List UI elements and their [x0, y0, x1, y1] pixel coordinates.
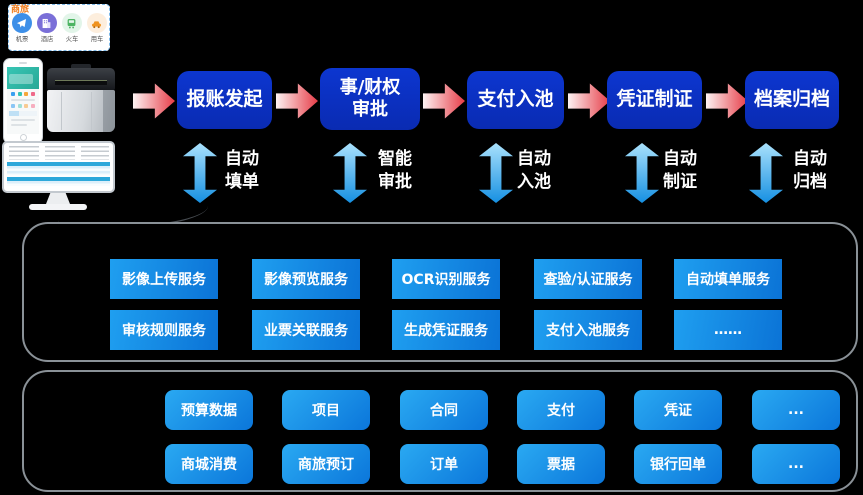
mobile-app-mockup: [3, 58, 43, 144]
auto-feature-label: 自动填单: [225, 149, 259, 192]
data-source-button: 商旅预订: [282, 444, 370, 484]
data-source-button: 项目: [282, 390, 370, 430]
auto-feature-label: 自动制证: [663, 149, 697, 192]
auto-feature-label: 自动归档: [793, 149, 827, 192]
monitor-table-header: [7, 177, 110, 181]
data-source-button: 预算数据: [165, 390, 253, 430]
travel-item-hotel: 酒店: [35, 13, 59, 44]
phone-app-shortcuts: [7, 101, 39, 108]
train-icon: [61, 13, 82, 33]
data-source-button: 银行回单: [634, 444, 722, 484]
service-button: OCR识别服务: [392, 259, 500, 299]
services-panel: 影像上传服务 影像预览服务 OCR识别服务 查验/认证服务 自动填单服务 审核规…: [22, 222, 858, 362]
plane-icon: [11, 13, 32, 33]
data-source-button: 订单: [400, 444, 488, 484]
data-sources-panel: 预算数据 项目 合同 支付 凭证 ... 商城消费 商旅预订 订单 票据 银行回…: [22, 370, 858, 492]
flow-step-archive: 档案归档: [745, 71, 839, 129]
travel-item-flight: 机票: [10, 13, 34, 44]
double-arrow-icon: [183, 143, 217, 203]
service-button: 审核规则服务: [110, 310, 218, 350]
service-button: 查验/认证服务: [534, 259, 642, 299]
business-travel-card: 商旅 机票 酒店 火车 用车: [8, 4, 110, 51]
phone-home-button: [20, 134, 27, 141]
service-button: ……: [674, 310, 782, 350]
flow-step-initiate: 报账发起: [177, 71, 272, 129]
monitor-table-header: [7, 162, 110, 166]
double-arrow-icon: [749, 143, 783, 203]
scanner-device: [47, 64, 115, 134]
monitor-table-rows: [7, 181, 110, 186]
auto-feature-label: 自动入池: [517, 149, 551, 192]
data-source-button: 合同: [400, 390, 488, 430]
travel-item-label: 用车: [90, 35, 103, 43]
phone-speaker: [19, 62, 27, 64]
service-button: 生成凭证服务: [392, 310, 500, 350]
double-arrow-icon: [333, 143, 367, 203]
desktop-monitor: [2, 141, 115, 193]
travel-item-train: 火车: [60, 13, 84, 44]
service-button: 业票关联服务: [252, 310, 360, 350]
travel-item-label: 酒店: [40, 35, 53, 43]
service-button: 影像预览服务: [252, 259, 360, 299]
hotel-icon: [36, 13, 57, 33]
service-button: 影像上传服务: [110, 259, 218, 299]
process-arrow-icon: [133, 83, 175, 119]
auto-feature-label: 智能审批: [378, 149, 412, 192]
travel-card-tag: 商旅: [11, 5, 30, 15]
service-button: 自动填单服务: [674, 259, 782, 299]
process-arrow-icon: [423, 83, 465, 119]
travel-item-label: 机票: [15, 35, 28, 43]
process-arrow-icon: [568, 83, 610, 119]
monitor-table-rows: [7, 166, 110, 175]
flow-step-payment-pool: 支付入池: [467, 71, 564, 129]
process-arrow-icon: [706, 83, 748, 119]
data-source-button: 票据: [517, 444, 605, 484]
data-source-button: 商城消费: [165, 444, 253, 484]
data-source-button: ...: [752, 390, 840, 430]
phone-app-header: [7, 67, 39, 89]
service-button: 支付入池服务: [534, 310, 642, 350]
data-source-button: 凭证: [634, 390, 722, 430]
process-arrow-icon: [276, 83, 318, 119]
phone-list-row: [9, 111, 37, 116]
phone-app-shortcuts: [7, 89, 39, 96]
double-arrow-icon: [625, 143, 659, 203]
double-arrow-icon: [479, 143, 513, 203]
flow-step-voucher: 凭证制证: [607, 71, 702, 129]
phone-screen: [7, 67, 39, 134]
data-source-button: ...: [752, 444, 840, 484]
data-source-button: 支付: [517, 390, 605, 430]
travel-item-label: 火车: [65, 35, 78, 43]
travel-item-car: 用车: [85, 13, 109, 44]
car-icon: [86, 13, 107, 33]
monitor-stand: [46, 193, 70, 204]
flow-step-approval: 事/财权审批: [320, 68, 420, 130]
monitor-form-area: [7, 146, 110, 160]
